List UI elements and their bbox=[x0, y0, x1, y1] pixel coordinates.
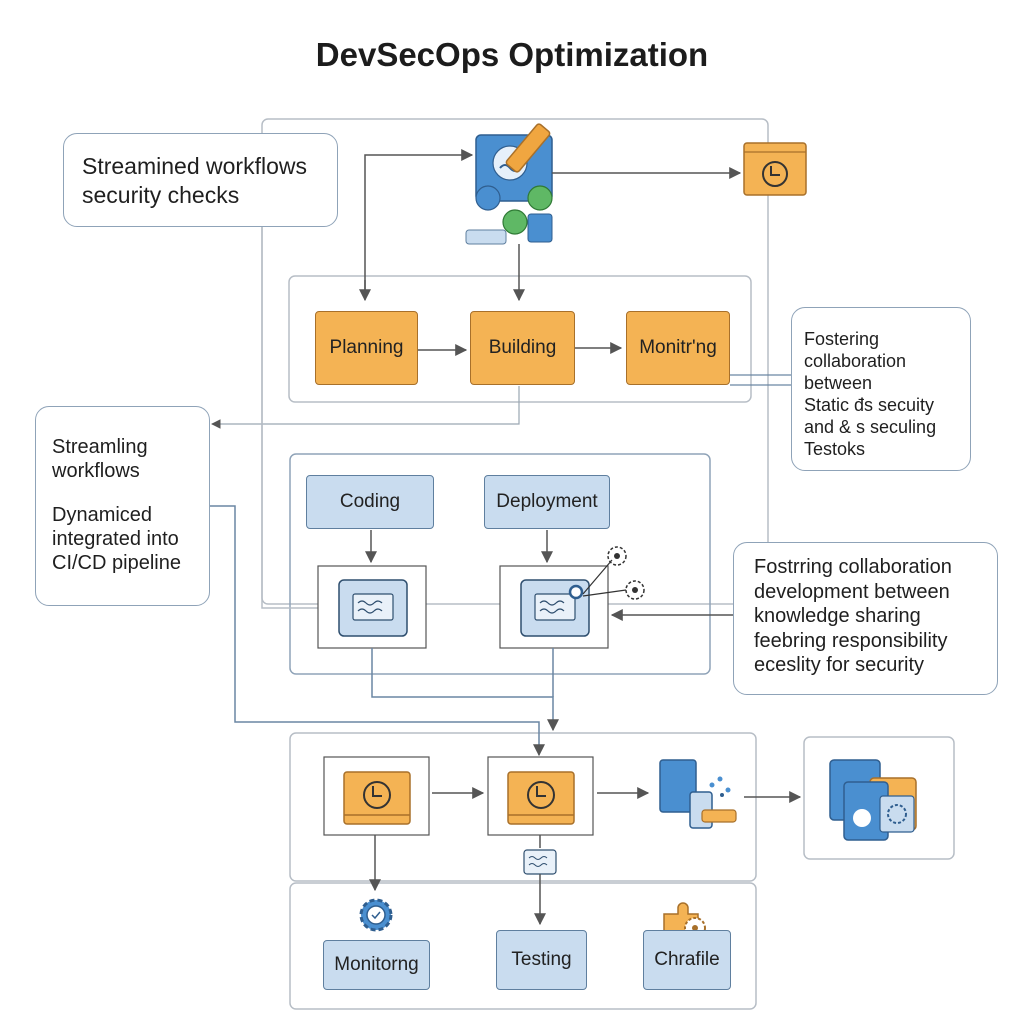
pencil-icon bbox=[465, 123, 553, 245]
note-streamling-workflows: Streamling workflows Dynamiced integrate… bbox=[35, 406, 210, 606]
connector-to-planning bbox=[364, 149, 474, 296]
gear-icon bbox=[582, 546, 645, 600]
stage-monitoring-bottom: Monitorng bbox=[323, 940, 430, 990]
note-line: between bbox=[804, 373, 873, 393]
clock-icon bbox=[343, 771, 411, 825]
connector-building-to-left bbox=[211, 386, 520, 429]
pipeline-panel bbox=[289, 732, 757, 882]
wave-card-icon bbox=[520, 579, 590, 637]
note-line: integrated into bbox=[52, 528, 179, 550]
note-line: Testoks bbox=[804, 439, 866, 459]
wave-card-icon bbox=[523, 849, 557, 875]
note-line: security checks bbox=[82, 182, 240, 208]
note-line: Dynamiced bbox=[52, 504, 153, 526]
stage-coding: Coding bbox=[306, 475, 434, 529]
stage-row-panel bbox=[288, 275, 752, 403]
note-line: collaboration bbox=[804, 351, 907, 371]
connector-left-to-pipeline bbox=[210, 505, 545, 757]
output-panel bbox=[803, 736, 955, 860]
wave-card-icon bbox=[338, 579, 408, 637]
note-knowledge-sharing: Fostrring collaboration development betw… bbox=[733, 542, 998, 695]
windows-icon bbox=[829, 759, 917, 841]
stage-monitoring: Monitr'ng bbox=[626, 311, 730, 385]
connector-monitoring-to-note bbox=[730, 374, 792, 386]
clock-icon bbox=[507, 771, 575, 825]
note-line: Fostering bbox=[804, 329, 880, 349]
note-line: Streamling bbox=[52, 436, 148, 458]
stage-planning: Planning bbox=[315, 311, 418, 385]
note-line: knowledge sharing bbox=[754, 605, 921, 627]
note-line: and & s seculing bbox=[804, 417, 937, 437]
note-line: Fostrring collaboration bbox=[754, 556, 952, 578]
connector-coding-to-pipeline bbox=[371, 648, 559, 732]
note-line: eceslity for security bbox=[754, 654, 925, 676]
clock-icon bbox=[743, 142, 807, 196]
note-line: workflows bbox=[52, 460, 140, 482]
stage-building: Building bbox=[470, 311, 575, 385]
note-line: Streamined workflows bbox=[82, 153, 307, 179]
note-line: feebring responsibility bbox=[754, 629, 948, 652]
code-deploy-panel bbox=[289, 453, 711, 675]
note-line: Static đs secuity bbox=[804, 395, 935, 415]
devices-icon bbox=[659, 759, 737, 829]
stage-change: Chrafile bbox=[643, 930, 731, 990]
note-fostering-collaboration: Fostering collaboration between Static đ… bbox=[791, 307, 971, 471]
note-streamlined-workflows: Streamined workflows security checks bbox=[63, 133, 338, 227]
page-title: DevSecOps Optimization bbox=[315, 36, 709, 73]
stage-testing: Testing bbox=[496, 930, 587, 990]
stage-deployment: Deployment bbox=[484, 475, 610, 529]
bottom-panel bbox=[289, 882, 757, 1010]
gear-icon bbox=[359, 898, 393, 932]
note-line: CI/CD pipeline bbox=[52, 552, 181, 574]
connector-left-frame bbox=[261, 215, 318, 609]
note-line: development between bbox=[754, 580, 950, 603]
